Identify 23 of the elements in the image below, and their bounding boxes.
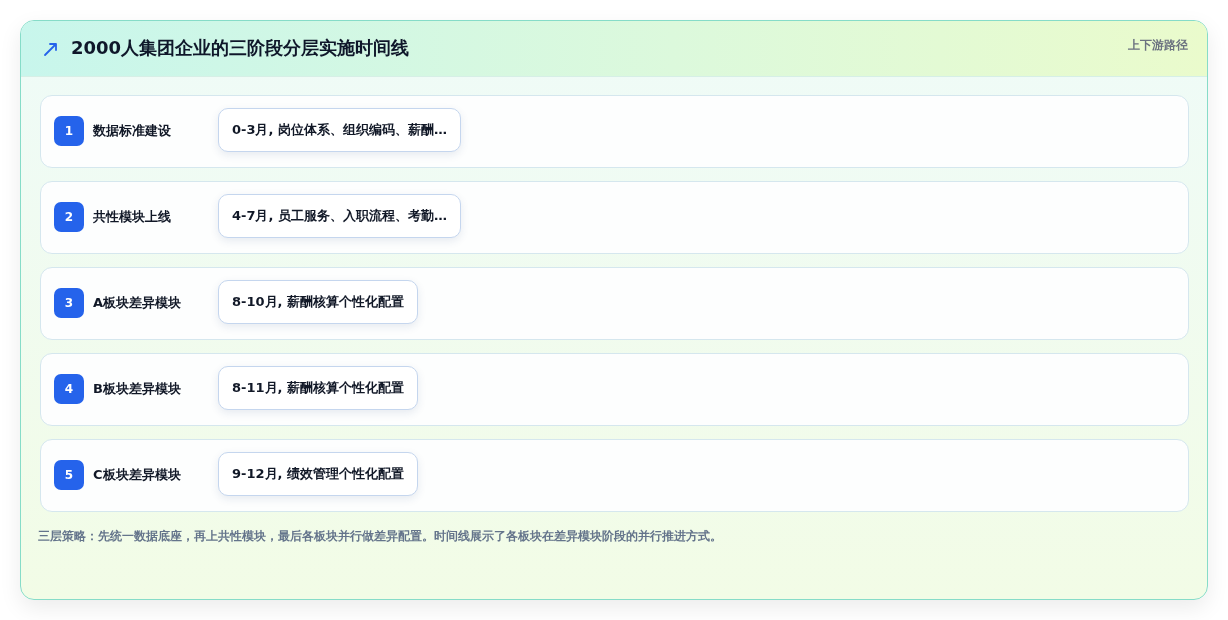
timeline-pill: 9-12月, 绩效管理个性化配置 [218, 452, 418, 496]
timeline-pill: 0-3月, 岗位体系、组织编码、薪酬… [218, 108, 461, 152]
stage-name: 共性模块上线 [93, 209, 171, 225]
stage-row [40, 353, 1189, 426]
step-number-badge: 5 [54, 460, 84, 490]
step-number-badge: 4 [54, 374, 84, 404]
diagram-title: 2000人集团企业的三阶段分层实施时间线 [71, 36, 410, 60]
stage-row [40, 439, 1189, 512]
step-number-badge: 2 [54, 202, 84, 232]
stage-name: 数据标准建设 [93, 123, 171, 139]
step-number-badge: 3 [54, 288, 84, 318]
stage-row [40, 181, 1189, 254]
stage-row [40, 267, 1189, 340]
step-number-badge: 1 [54, 116, 84, 146]
timeline-pill: 4-7月, 员工服务、入职流程、考勤… [218, 194, 461, 238]
stage-name: B板块差异模块 [93, 381, 181, 397]
caption-note: 三层策略：先统一数据底座，再上共性模块，最后各板块并行做差异配置。时间线展示了各板块在差异模块阶段的并行推进方式。 [38, 528, 722, 545]
timeline-pill: 8-11月, 薪酬核算个性化配置 [218, 366, 418, 410]
stage-name: A板块差异模块 [93, 295, 182, 311]
stage-row [40, 95, 1189, 168]
header-note: 上下游路径 [1128, 37, 1188, 54]
stage-name: C板块差异模块 [93, 467, 181, 483]
timeline-pill: 8-10月, 薪酬核算个性化配置 [218, 280, 418, 324]
